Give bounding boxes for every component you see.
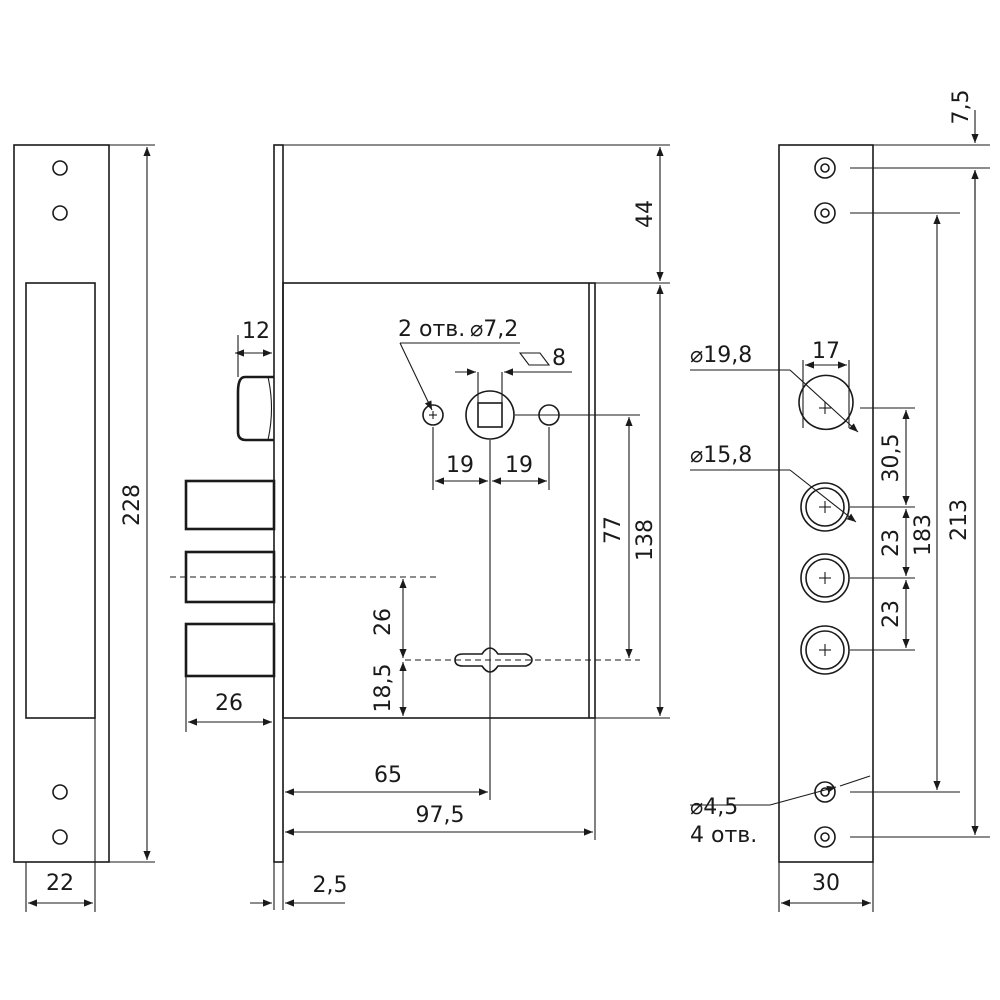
screw-hole-1 <box>814 157 836 179</box>
strike-plate-height-label: 228 <box>120 484 145 526</box>
lock-body-view: 12 26 26 18,5 19 19 2 отв. ⌀7,2 8 44 <box>170 144 670 910</box>
square-symbol-icon <box>518 352 551 366</box>
spindle-square-icon <box>477 402 503 428</box>
bolt-projection-label: 12 <box>242 319 270 344</box>
faceplate-width-label: 30 <box>812 871 840 896</box>
key-to-bottom-label: 18,5 <box>371 664 396 713</box>
strike-plate-width-label: 22 <box>46 871 74 896</box>
strike-plate-hole <box>52 829 68 845</box>
latch-hole-offset-label: 30,5 <box>879 434 904 483</box>
top-hole-offset-label: 7,5 <box>949 90 974 125</box>
screw-hole-4 <box>814 826 836 848</box>
lock-body-case <box>282 282 596 719</box>
screw-hole-2 <box>814 202 836 224</box>
dead-bolt-3 <box>184 622 276 678</box>
lock-faceplate-side <box>273 144 284 863</box>
bolt-length-label: 26 <box>215 691 243 716</box>
strike-plate-hole <box>52 784 68 800</box>
body-depth-label: 97,5 <box>416 803 465 828</box>
dead-bolt-1 <box>184 479 276 531</box>
strike-plate-opening <box>25 282 96 719</box>
latch-bolt <box>236 375 274 442</box>
bolt-hole-3 <box>800 625 850 675</box>
spindle-hub <box>465 390 515 440</box>
screw-hole-count-label: 4 отв. <box>690 823 757 848</box>
faceplate-front-view: 7,5 213 183 30,5 23 23 17 ⌀19,8 ⌀15,8 <box>690 90 990 912</box>
backset-label: 65 <box>374 763 402 788</box>
key-to-bolt-label: 26 <box>371 608 396 636</box>
hole-spacing-right-label: 19 <box>505 453 533 478</box>
top-offset-label: 44 <box>633 200 658 228</box>
holes-diameter-label: ⌀7,2 <box>470 317 518 342</box>
faceplate-thickness-label: 2,5 <box>313 873 348 898</box>
latch-hole-width-label: 17 <box>812 339 840 364</box>
bolt-hole-diameter-label: ⌀15,8 <box>690 443 752 468</box>
strike-plate-outline <box>13 144 110 863</box>
hole-pitch-2-label: 23 <box>879 600 904 628</box>
hole-spacing-left-label: 19 <box>446 453 474 478</box>
bolt-hole-1 <box>800 482 850 532</box>
keyhole <box>454 647 533 673</box>
faceplate-outline <box>778 144 874 863</box>
strike-plate-view: 228 22 <box>13 144 155 912</box>
holes-count-label: 2 отв. <box>398 317 465 342</box>
hole-pitch-1-label: 23 <box>879 529 904 557</box>
square-size-label: 8 <box>552 346 566 371</box>
strike-plate-hole <box>52 160 68 176</box>
body-height-label: 138 <box>633 519 658 561</box>
latch-hole-diameter-label: ⌀19,8 <box>690 343 752 368</box>
bolt-hole-2 <box>800 553 850 603</box>
spindle-to-key-label: 77 <box>601 516 626 544</box>
outer-span-label: 213 <box>947 499 972 541</box>
fixing-hole-left <box>422 404 444 426</box>
inner-span-label: 183 <box>911 514 936 556</box>
screw-hole-diameter-label: ⌀4,5 <box>690 795 738 820</box>
strike-plate-hole <box>52 205 68 221</box>
